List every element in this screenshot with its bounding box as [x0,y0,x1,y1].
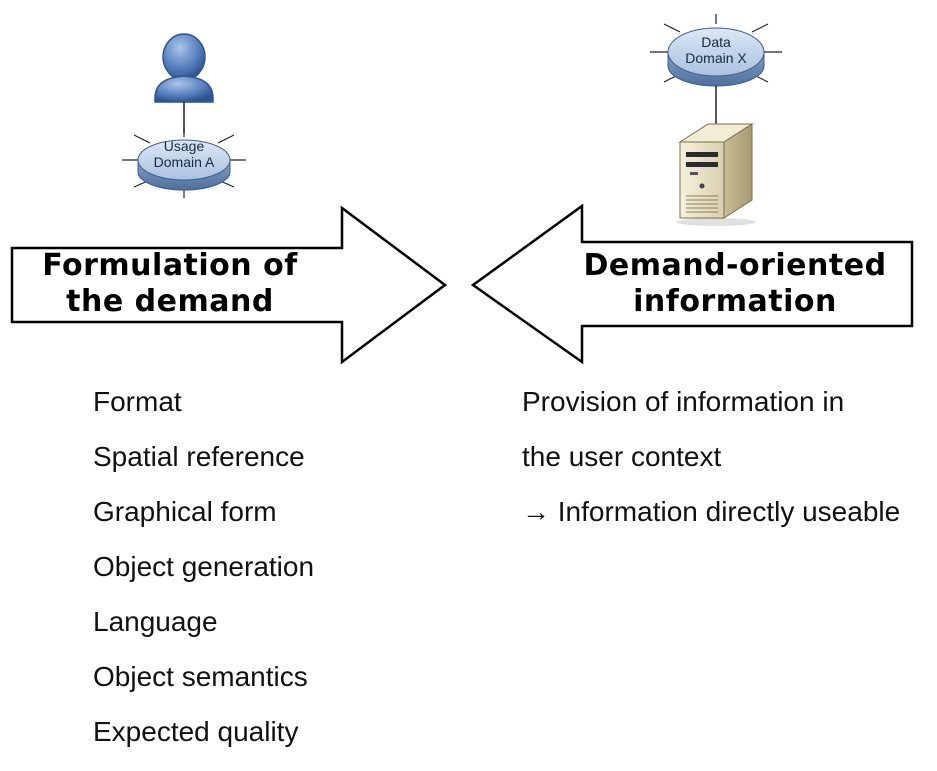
server-icon [676,123,756,226]
provision-list: Provision of information in the user con… [522,386,900,551]
right-arrow-title: Demand-oriented information [570,248,900,320]
diagram-canvas [10,14,914,365]
criteria-item: Graphical form [93,496,277,527]
right-arrow-title-line2: information [633,284,837,319]
provision-line-1: Provision of information in [522,386,845,417]
left-arrow-title: Formulation of the demand [20,248,320,320]
provision-line-3: → Information directly useable [522,496,901,527]
demand-criteria-list: Format Spatial reference Graphical form … [93,386,314,771]
right-arrow-title-line1: Demand-oriented [583,248,887,283]
left-arrow-title-line1: Formulation of [42,248,298,283]
data-domain-line2: Domain X [685,50,747,66]
user-icon [154,33,214,103]
left-arrow-title-line2: the demand [66,284,274,319]
provision-line-2: the user context [522,441,722,472]
data-domain-label: Data Domain X [670,34,762,66]
criteria-item: Format [93,386,182,417]
usage-domain-badge [122,127,246,198]
left-pointing-arrow [470,203,914,365]
criteria-item: Language [93,606,218,637]
criteria-item: Object semantics [93,661,308,692]
usage-domain-label: Usage Domain A [140,138,228,170]
criteria-item: Object generation [93,551,315,582]
usage-domain-line1: Usage [163,138,205,154]
criteria-item: Expected quality [93,716,299,747]
criteria-item: Spatial reference [93,441,305,472]
data-domain-badge [650,14,782,87]
right-pointing-arrow [10,205,448,365]
data-domain-line1: Data [701,34,731,50]
usage-domain-line2: Domain A [153,154,215,170]
